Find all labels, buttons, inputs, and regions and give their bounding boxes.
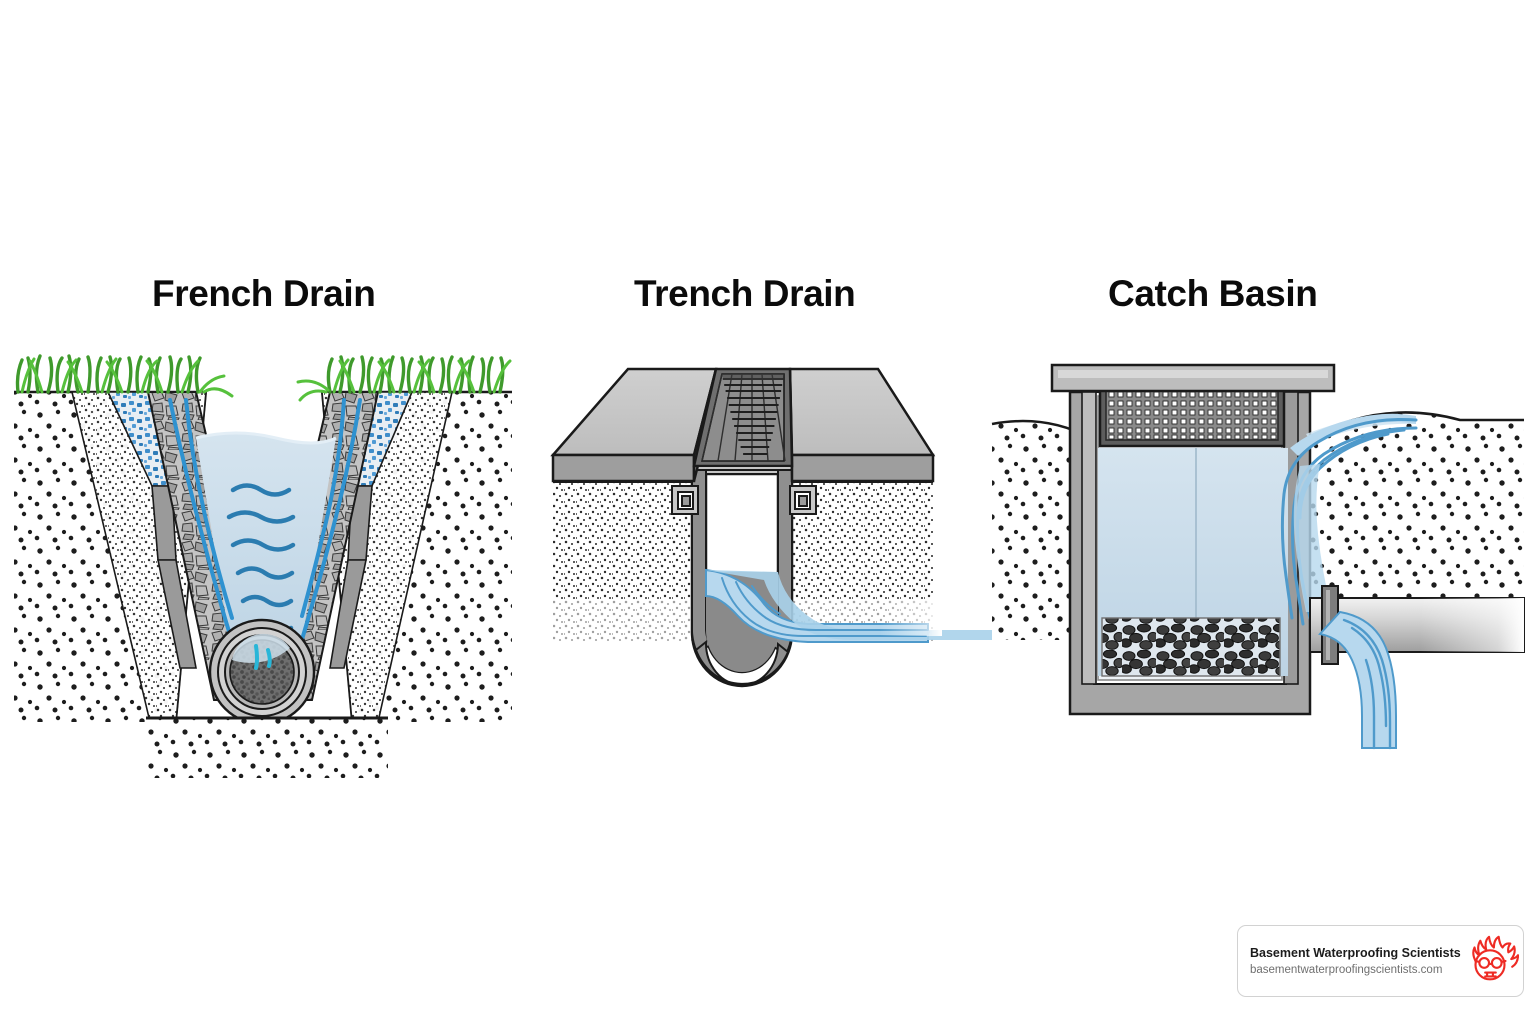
trench-grate[interactable] bbox=[692, 367, 794, 468]
basin-outflow-stream bbox=[1318, 610, 1397, 750]
scientist-face-icon bbox=[1471, 935, 1519, 981]
trench-drain-diagram bbox=[550, 367, 1000, 688]
page-title-french-drain: French Drain bbox=[152, 273, 376, 314]
page-title-trench-drain: Trench Drain bbox=[634, 273, 856, 314]
grass-sod-right bbox=[296, 355, 512, 402]
basin-lid-bar bbox=[1050, 363, 1336, 393]
watermark-text: Basement Waterproofing Scientists baseme… bbox=[1238, 945, 1461, 978]
water-flow-waves bbox=[226, 483, 296, 634]
french-drain-diagram bbox=[14, 354, 512, 778]
channel-anchor-left bbox=[671, 485, 699, 515]
trench-outflow-stream bbox=[705, 568, 1000, 643]
collected-debris bbox=[1101, 617, 1281, 677]
watermark-title: Basement Waterproofing Scientists bbox=[1250, 945, 1461, 960]
basin-inflow-stream bbox=[1280, 413, 1418, 628]
channel-anchor-right bbox=[789, 485, 817, 515]
subsoil-base bbox=[146, 716, 388, 778]
grass-sod-left bbox=[15, 354, 234, 398]
catch-basin-diagram bbox=[991, 363, 1525, 750]
concrete-slab-right bbox=[788, 367, 936, 483]
perforated-drain-pipe bbox=[208, 618, 316, 726]
concrete-slab-left bbox=[550, 367, 718, 483]
watermark-url: basementwaterproofingscientists.com bbox=[1250, 963, 1443, 976]
page-title-catch-basin: Catch Basin bbox=[1108, 273, 1318, 314]
watermark-badge[interactable]: Basement Waterproofing Scientists baseme… bbox=[1237, 925, 1524, 997]
